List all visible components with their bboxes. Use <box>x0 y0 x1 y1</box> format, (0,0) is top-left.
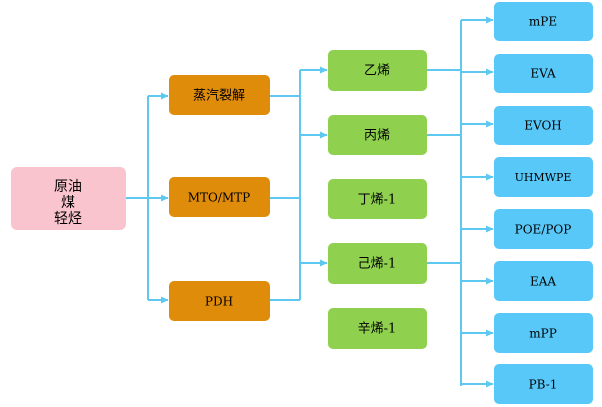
product-node-pb-1: PB-1 <box>494 364 593 404</box>
product-label: mPP <box>529 327 557 341</box>
product-box <box>494 364 593 404</box>
source-label-3: 轻烃 <box>54 211 82 227</box>
olefin-box <box>328 243 427 284</box>
connector-lines <box>126 16 494 388</box>
olefin-box <box>328 115 427 155</box>
process-box <box>169 281 270 321</box>
product-node-mpp: mPP <box>494 313 593 353</box>
olefin-label: 丁烯-1 <box>358 193 397 208</box>
process-node-steam-cracking: 蒸汽裂解 <box>169 75 270 115</box>
olefin-label: 乙烯 <box>364 64 390 79</box>
process-node-mto-mtp: MTO/MTP <box>169 177 270 217</box>
olefin-node-ethylene: 乙烯 <box>328 50 427 91</box>
product-label: POE/POP <box>515 223 572 237</box>
olefin-node-butene-1: 丁烯-1 <box>328 179 427 219</box>
olefin-node-octene-1: 辛烯-1 <box>328 308 427 349</box>
product-box <box>494 2 593 41</box>
product-box <box>494 261 593 301</box>
product-box <box>494 157 593 197</box>
olefin-box <box>328 308 427 349</box>
olefin-label: 丙烯 <box>364 129 390 144</box>
product-label: PB-1 <box>529 378 558 392</box>
product-box <box>494 54 593 93</box>
process-label: MTO/MTP <box>188 191 251 205</box>
process-node-pdh: PDH <box>169 281 270 321</box>
product-label: mPE <box>529 15 557 29</box>
source-box <box>11 167 126 230</box>
product-box <box>494 106 593 145</box>
olefin-box <box>328 50 427 91</box>
olefin-node-propylene: 丙烯 <box>328 115 427 155</box>
product-node-uhmwpe: UHMWPE <box>494 157 593 197</box>
source-label-2: 煤 <box>61 195 75 211</box>
source-node: 原油 煤 轻烃 <box>11 167 126 230</box>
product-node-eva: EVA <box>494 54 593 93</box>
product-label: EAA <box>530 275 556 289</box>
process-label: PDH <box>205 295 233 309</box>
product-label: EVOH <box>524 119 562 133</box>
process-label: 蒸汽裂解 <box>193 89 245 104</box>
olefin-node-hexene-1: 己烯-1 <box>328 243 427 284</box>
olefin-box <box>328 179 427 219</box>
product-node-eaa: EAA <box>494 261 593 301</box>
olefin-label: 己烯-1 <box>358 257 397 272</box>
product-node-mpe: mPE <box>494 2 593 41</box>
process-box <box>169 75 270 115</box>
olefin-label: 辛烯-1 <box>358 322 397 337</box>
product-node-poe-pop: POE/POP <box>494 209 593 249</box>
product-label: EVA <box>530 67 556 81</box>
product-box <box>494 209 593 249</box>
source-label-1: 原油 <box>54 179 82 195</box>
process-box <box>169 177 270 217</box>
product-box <box>494 313 593 353</box>
product-node-evoh: EVOH <box>494 106 593 145</box>
product-label: UHMWPE <box>515 171 572 184</box>
